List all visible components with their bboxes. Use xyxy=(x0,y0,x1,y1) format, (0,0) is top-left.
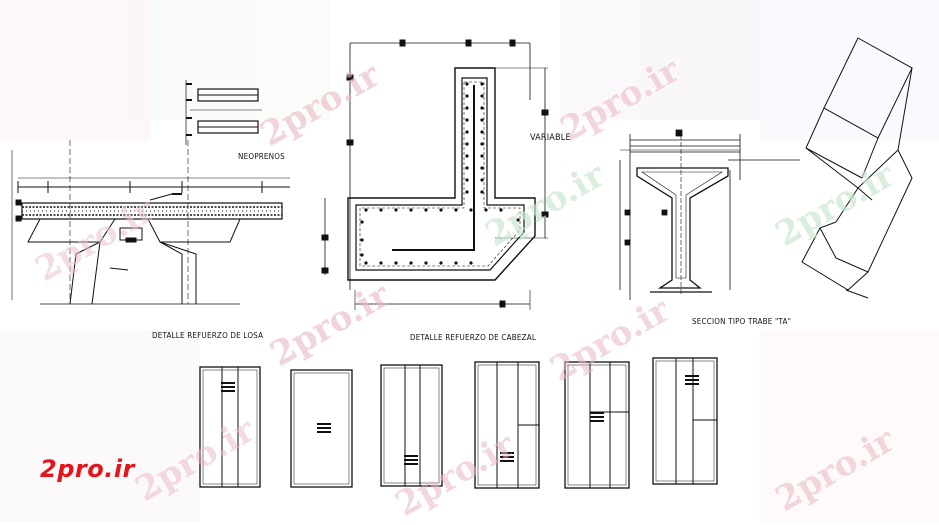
neoprene-detail xyxy=(185,80,262,145)
rebar-dot xyxy=(364,261,368,265)
rebar-dot xyxy=(424,261,428,265)
rebar-dot xyxy=(439,208,443,212)
girder-section xyxy=(619,129,800,300)
panel-mark xyxy=(221,386,235,388)
rebar-dot xyxy=(480,130,484,134)
rebar-dot xyxy=(465,178,469,182)
panel-outline xyxy=(564,361,630,489)
panel-mark xyxy=(500,452,514,454)
panel-mark xyxy=(317,427,331,429)
rebar-dot xyxy=(480,166,484,170)
panel-mark xyxy=(221,390,235,392)
neoprenos-label: NEOPRENOS xyxy=(238,152,285,161)
panel-outline xyxy=(290,369,353,488)
panel-inner xyxy=(202,369,258,485)
rebar-dot xyxy=(480,94,484,98)
panel-mark xyxy=(500,460,514,462)
rebar-dot xyxy=(480,190,484,194)
panel-mark xyxy=(590,416,604,418)
panel-mark xyxy=(317,431,331,433)
rebar-dot xyxy=(480,106,484,110)
rebar-dot xyxy=(364,208,368,212)
rebar-dot xyxy=(439,261,443,265)
rebar-dot xyxy=(394,208,398,212)
rebar-dot xyxy=(379,261,383,265)
rebar-dot xyxy=(465,166,469,170)
girder-section-title: SECCION TIPO TRABE "TA" xyxy=(692,317,792,326)
panel-mark xyxy=(500,456,514,458)
panel-inner xyxy=(655,360,715,482)
panel-mark xyxy=(685,379,699,381)
brand-logo: 2pro.ir xyxy=(40,455,135,483)
rebar-dot xyxy=(465,82,469,86)
panel-inner xyxy=(293,372,350,485)
panel-details xyxy=(199,357,718,489)
panel-mark xyxy=(685,375,699,377)
rebar-dot xyxy=(484,208,488,212)
variable-label: VARIABLE xyxy=(530,133,571,143)
panel-mark xyxy=(221,382,235,384)
rebar-dot xyxy=(465,130,469,134)
rebar-dot xyxy=(454,261,458,265)
cap-reinforcement-detail xyxy=(321,39,549,310)
rebar-dot xyxy=(424,208,428,212)
rebar-dot xyxy=(454,208,458,212)
rebar-dot xyxy=(465,154,469,158)
rebar-dot xyxy=(465,118,469,122)
rebar-dot xyxy=(469,261,473,265)
rebar-dot xyxy=(480,142,484,146)
rebar-dot xyxy=(360,253,364,257)
rebar-dot xyxy=(379,208,383,212)
slab-detail-title: DETALLE REFUERZO DE LOSA xyxy=(152,331,264,340)
rebar-dot xyxy=(360,238,364,242)
rebar-dot xyxy=(499,208,503,212)
rebar-dot xyxy=(480,178,484,182)
slab-reinforcement-detail xyxy=(11,140,290,305)
panel-outline xyxy=(652,357,718,485)
girder-3d-view xyxy=(801,37,913,299)
panel-outline xyxy=(380,364,443,487)
panel-mark xyxy=(404,455,418,457)
rebar-dots xyxy=(360,82,520,265)
rebar-dot xyxy=(465,142,469,146)
rebar-dot xyxy=(480,154,484,158)
panel-mark xyxy=(590,412,604,414)
panel-inner xyxy=(383,367,440,484)
panel-mark xyxy=(404,459,418,461)
rebar-dot xyxy=(480,118,484,122)
rebar-dot xyxy=(409,261,413,265)
panel-mark xyxy=(404,463,418,465)
rebar-dot xyxy=(465,190,469,194)
panel-mark xyxy=(685,383,699,385)
panel-mark xyxy=(590,420,604,422)
rebar-dot xyxy=(465,94,469,98)
rebar-dot xyxy=(465,106,469,110)
rebar-dot xyxy=(409,208,413,212)
panel-outline xyxy=(199,366,261,488)
rebar-dot xyxy=(480,82,484,86)
rebar-dot xyxy=(469,208,473,212)
panel-mark xyxy=(317,423,331,425)
rebar-dot xyxy=(360,220,364,224)
rebar-dot xyxy=(516,218,520,222)
panel-inner xyxy=(567,364,627,486)
cap-detail-title: DETALLE REFUERZO DE CABEZAL xyxy=(410,333,537,342)
rebar-dot xyxy=(394,261,398,265)
